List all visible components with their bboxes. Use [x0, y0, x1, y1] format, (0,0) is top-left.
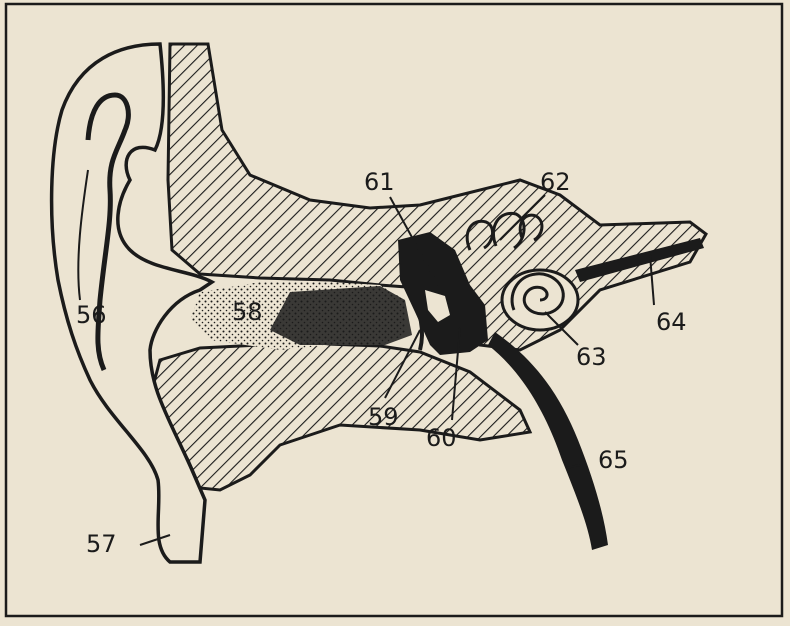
label-59: 59 [368, 403, 399, 431]
label-57: 57 [86, 530, 117, 558]
ear-canal-dark [270, 286, 412, 345]
label-60: 60 [426, 424, 457, 452]
cochlea [502, 270, 578, 330]
label-58: 58 [232, 298, 263, 326]
label-62: 62 [540, 168, 571, 196]
label-56: 56 [76, 301, 107, 329]
label-65: 65 [598, 446, 629, 474]
label-61: 61 [364, 168, 395, 196]
lower-temporal-bone [152, 343, 530, 490]
label-64: 64 [656, 308, 687, 336]
label-63: 63 [576, 343, 607, 371]
